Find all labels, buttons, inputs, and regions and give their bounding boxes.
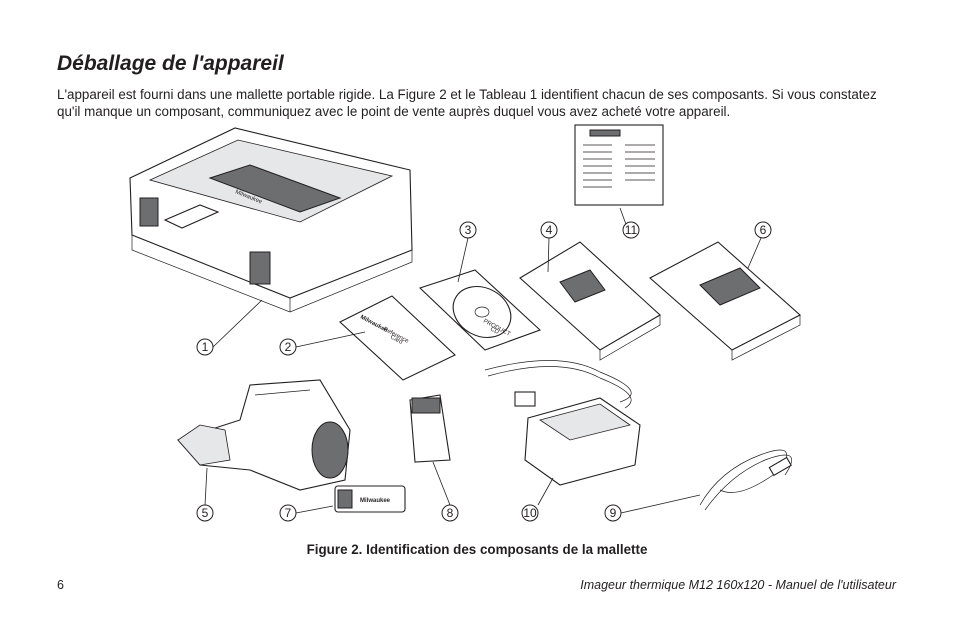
svg-text:7: 7 bbox=[285, 506, 292, 520]
cd-label-2: CD bbox=[489, 326, 500, 336]
reader-brand-text: Milwaukee bbox=[360, 498, 391, 504]
callout-4: 4 bbox=[540, 221, 558, 239]
svg-text:2: 2 bbox=[285, 340, 292, 354]
svg-text:10: 10 bbox=[523, 506, 537, 520]
intro-paragraph: L'appareil est fourni dans une mallette … bbox=[57, 87, 877, 119]
usb-cable-illustration bbox=[699, 449, 792, 511]
battery-illustration bbox=[409, 394, 451, 463]
svg-text:6: 6 bbox=[760, 223, 767, 237]
instruction-sheet-illustration bbox=[574, 124, 664, 206]
charger-illustration bbox=[484, 360, 641, 486]
card-label-2: Card bbox=[389, 334, 403, 345]
thermal-imager-illustration bbox=[177, 379, 351, 491]
user-manual-illustration bbox=[519, 241, 661, 361]
callout-1: 1 bbox=[196, 338, 214, 356]
callout-7: 7 bbox=[279, 504, 297, 522]
running-footer: Imageur thermique M12 160x120 - Manuel d… bbox=[580, 578, 896, 592]
svg-text:5: 5 bbox=[202, 506, 209, 520]
svg-text:8: 8 bbox=[447, 506, 454, 520]
svg-text:9: 9 bbox=[610, 506, 617, 520]
case-components-figure: Milwaukee Milwaukee Reference Card PRODU… bbox=[129, 124, 801, 522]
callout-2: 2 bbox=[279, 338, 297, 356]
svg-text:1: 1 bbox=[202, 340, 209, 354]
literature-stack-illustration bbox=[649, 241, 801, 361]
callout-10: 10 bbox=[521, 504, 539, 522]
callout-8: 8 bbox=[441, 504, 459, 522]
callout-3: 3 bbox=[459, 221, 477, 239]
figure-caption: Figure 2. Identification des composants … bbox=[306, 542, 648, 557]
callout-6: 6 bbox=[754, 221, 772, 239]
product-cd-illustration: PRODUCT CD bbox=[418, 269, 542, 351]
svg-text:4: 4 bbox=[546, 223, 553, 237]
callout-5: 5 bbox=[196, 504, 214, 522]
usb-reader-illustration: Milwaukee bbox=[334, 485, 406, 513]
svg-text:11: 11 bbox=[625, 223, 638, 237]
hard-case-illustration: Milwaukee bbox=[129, 127, 413, 313]
page-number: 6 bbox=[57, 578, 64, 592]
callout-11: 11 bbox=[622, 221, 640, 239]
reference-card-illustration: Milwaukee Reference Card bbox=[339, 295, 456, 381]
svg-text:3: 3 bbox=[465, 223, 472, 237]
page-title: Déballage de l'appareil bbox=[57, 52, 284, 75]
callout-9: 9 bbox=[604, 504, 622, 522]
